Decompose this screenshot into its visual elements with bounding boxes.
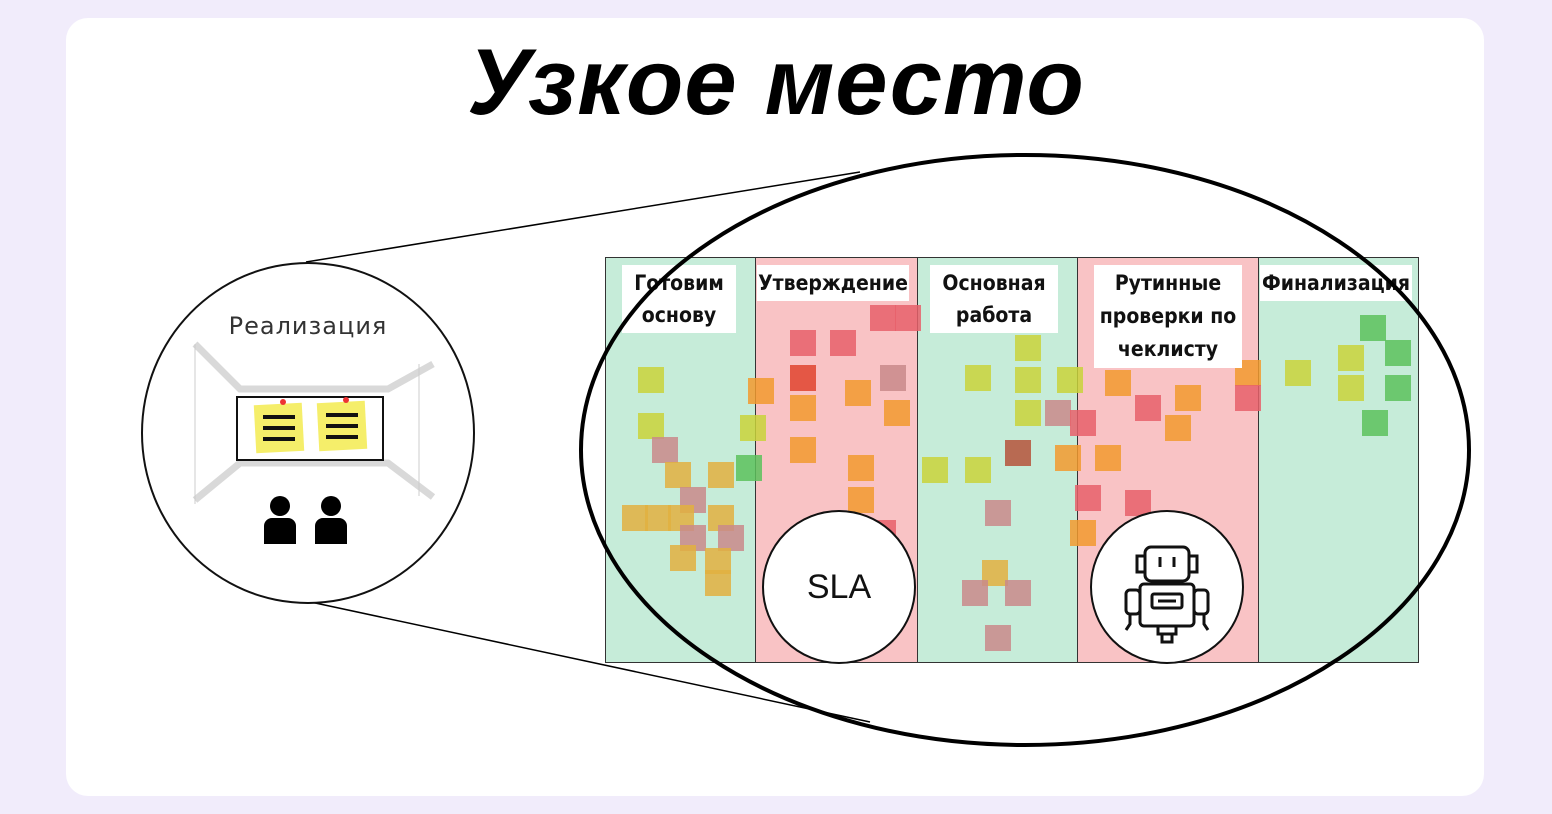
sticky-note	[1285, 360, 1311, 386]
sticky-note	[845, 380, 871, 406]
sticky-note	[922, 457, 948, 483]
sticky-note-icon	[253, 397, 368, 454]
sticky-note	[848, 487, 874, 513]
sticky-note	[1175, 385, 1201, 411]
sticky-note	[1165, 415, 1191, 441]
sticky-note	[748, 378, 774, 404]
sticky-note	[1075, 485, 1101, 511]
robot-circle	[1090, 510, 1244, 664]
sticky-note	[790, 365, 816, 391]
sticky-note	[1338, 375, 1364, 401]
sticky-note	[1338, 345, 1364, 371]
column-label-approval: Утверждение	[757, 265, 909, 301]
sticky-note	[1105, 370, 1131, 396]
sticky-note	[736, 455, 762, 481]
sticky-note	[790, 330, 816, 356]
sla-label: SLA	[806, 567, 872, 606]
sticky-note	[985, 500, 1011, 526]
robot-icon	[1124, 545, 1210, 644]
sticky-note	[638, 413, 664, 439]
sticky-note	[708, 462, 734, 488]
sticky-note	[870, 305, 896, 331]
sticky-note	[1015, 400, 1041, 426]
column-label-finalization: Финализация	[1260, 265, 1412, 301]
sticky-note	[965, 365, 991, 391]
sla-circle: SLA	[762, 510, 916, 664]
sticky-note	[1095, 445, 1121, 471]
sticky-note	[790, 395, 816, 421]
sticky-note	[705, 570, 731, 596]
sticky-note	[652, 437, 678, 463]
sticky-note	[1015, 367, 1041, 393]
sticky-note	[884, 400, 910, 426]
sticky-note	[740, 415, 766, 441]
slide-title: Узкое место	[467, 29, 1085, 134]
sticky-note	[848, 455, 874, 481]
sticky-note	[1362, 410, 1388, 436]
column-label-prepare: Готовим основу	[622, 265, 736, 333]
sticky-note	[1360, 315, 1386, 341]
column-label-main-work: Основная работа	[930, 265, 1058, 333]
sticky-note	[1015, 335, 1041, 361]
sticky-note	[638, 367, 664, 393]
sticky-note	[830, 330, 856, 356]
column-label-routine-checks: Рутинные проверки по чеклисту	[1094, 265, 1242, 368]
sticky-note	[895, 305, 921, 331]
sticky-note	[670, 545, 696, 571]
implementation-label: Реализация	[228, 312, 388, 340]
implementation-circle: Реализация	[141, 262, 475, 604]
people-icon	[264, 496, 347, 544]
sticky-note	[985, 625, 1011, 651]
sticky-note	[1045, 400, 1071, 426]
sticky-note	[1057, 367, 1083, 393]
sticky-note	[1385, 375, 1411, 401]
sticky-note	[1005, 440, 1031, 466]
sticky-note	[665, 462, 691, 488]
sticky-note	[790, 437, 816, 463]
column-finalization	[1258, 257, 1419, 663]
sticky-note	[962, 580, 988, 606]
sticky-note	[1135, 395, 1161, 421]
meeting-room-icon	[192, 341, 436, 544]
sticky-note	[1055, 445, 1081, 471]
sticky-note	[965, 457, 991, 483]
sticky-note	[1235, 385, 1261, 411]
sticky-note	[880, 365, 906, 391]
sticky-note	[1070, 410, 1096, 436]
sticky-note	[1005, 580, 1031, 606]
sticky-note	[1385, 340, 1411, 366]
